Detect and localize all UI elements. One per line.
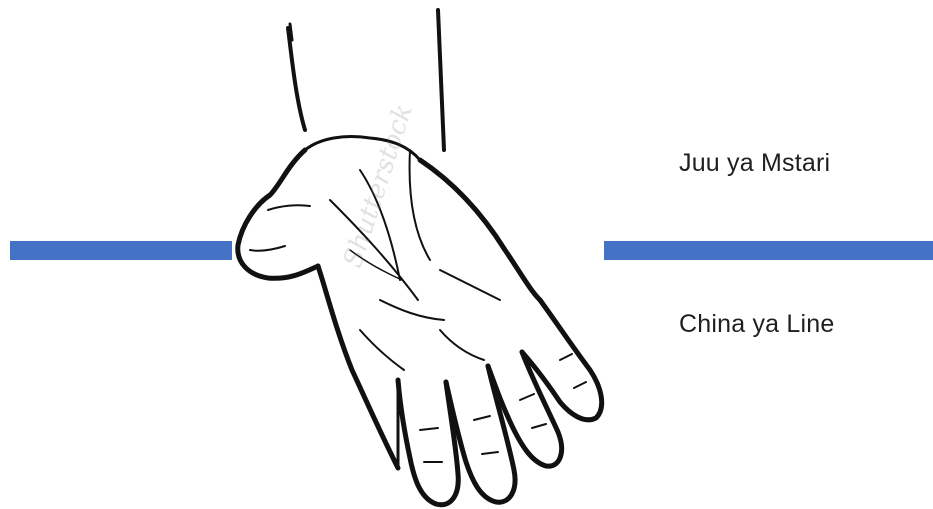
- below-line-label: China ya Line: [679, 310, 835, 338]
- horizontal-line-left: [10, 241, 232, 260]
- above-line-label: Juu ya Mstari: [679, 149, 831, 177]
- horizontal-line-right: [604, 241, 933, 260]
